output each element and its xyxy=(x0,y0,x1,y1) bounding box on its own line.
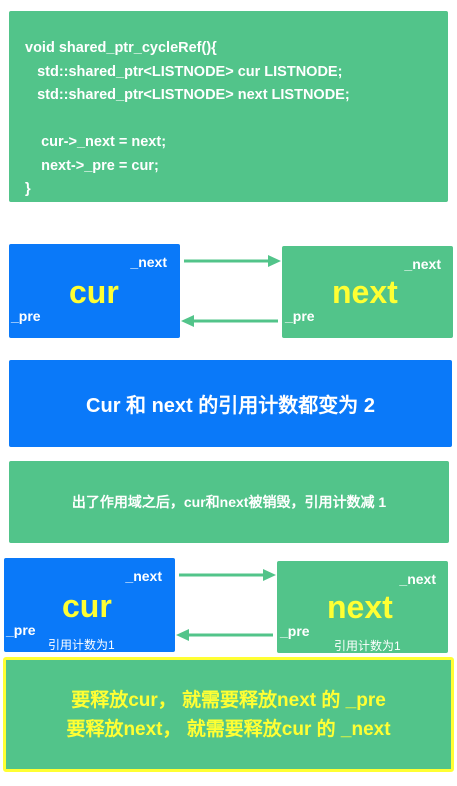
top-cur-name: cur xyxy=(69,274,119,310)
bottom-cur-refcount: 引用计数为1 xyxy=(48,638,115,652)
top-next-name: next xyxy=(332,274,398,310)
code-block: void shared_ptr_cycleRef(){ std::shared_… xyxy=(9,11,448,202)
bottom-next-refcount: 引用计数为1 xyxy=(334,639,401,653)
bottom-arrow-next xyxy=(179,569,276,581)
bottom-next-name: next xyxy=(327,589,393,625)
top-next-pre-field: _pre xyxy=(285,308,315,324)
top-next-next-field: _next xyxy=(404,256,441,272)
scope-banner-text: 出了作用域之后，cur和next被销毁，引用计数减 1 xyxy=(71,494,387,510)
bottom-cur-node: _next cur _pre 引用计数为1 xyxy=(4,558,175,652)
bottom-next-next-field: _next xyxy=(399,571,436,587)
bottom-cur-next-field: _next xyxy=(125,568,162,584)
code-line-3: std::shared_ptr<LISTNODE> next LISTNODE; xyxy=(25,87,350,103)
top-cur-pre-field: _pre xyxy=(11,308,41,324)
conclusion-box: 要释放cur， 就需要释放next 的 _pre 要释放next， 就需要释放c… xyxy=(3,657,454,772)
top-next-node: _next next _pre xyxy=(282,246,453,338)
top-arrow-pre xyxy=(181,315,278,327)
bottom-next-pre-field: _pre xyxy=(280,623,310,639)
conclusion-line-2: 要释放next， 就需要释放cur 的 _next xyxy=(66,718,391,740)
conclusion-line-1: 要释放cur， 就需要释放next 的 _pre xyxy=(71,689,386,711)
bottom-arrow-pre xyxy=(176,629,273,641)
refcount-banner-text: Cur 和 next 的引用计数都变为 2 xyxy=(86,395,375,417)
code-line-4 xyxy=(25,108,448,132)
top-cur-node: _next cur _pre xyxy=(9,244,180,338)
code-line-7: } xyxy=(25,181,31,197)
refcount-banner: Cur 和 next 的引用计数都变为 2 xyxy=(9,360,452,447)
code-line-1: void shared_ptr_cycleRef(){ xyxy=(25,40,217,56)
code-line-6: next->_pre = cur; xyxy=(25,157,159,174)
scope-banner: 出了作用域之后，cur和next被销毁，引用计数减 1 xyxy=(9,461,449,543)
code-line-5: cur->_next = next; xyxy=(25,134,167,150)
code-line-2: std::shared_ptr<LISTNODE> cur LISTNODE; xyxy=(25,63,343,80)
top-cur-next-field: _next xyxy=(130,254,167,270)
top-arrow-next xyxy=(184,255,281,267)
bottom-cur-pre-field: _pre xyxy=(6,622,36,638)
bottom-cur-name: cur xyxy=(62,588,112,624)
bottom-next-node: _next next _pre 引用计数为1 xyxy=(277,561,448,653)
